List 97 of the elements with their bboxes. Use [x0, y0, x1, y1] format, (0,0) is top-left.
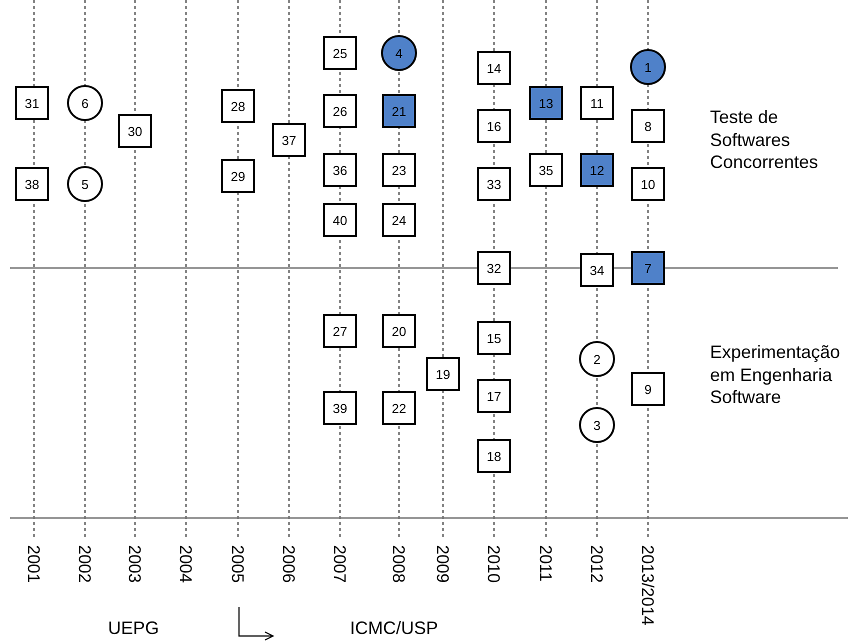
item-number: 21	[392, 104, 406, 118]
item-number: 14	[486, 62, 502, 74]
highlighted-box	[631, 251, 665, 285]
item-box	[323, 391, 357, 425]
item-number: 24	[392, 214, 406, 226]
year-label: 2005	[229, 545, 246, 583]
item-circle	[579, 407, 615, 443]
item-number: 18	[486, 450, 502, 462]
item-box	[580, 86, 614, 120]
highlighted-box	[382, 94, 416, 128]
institution-label: ICMC/USP	[350, 617, 438, 640]
item-number: 31	[24, 96, 40, 110]
item-number: 34	[590, 264, 604, 276]
year-label: 2012	[588, 545, 605, 583]
item-number: 26	[332, 104, 348, 118]
item-box	[631, 167, 665, 201]
item-number: 15	[486, 332, 502, 344]
item-number: 25	[332, 46, 348, 60]
item-box	[382, 203, 416, 237]
item-box	[323, 94, 357, 128]
item-box	[272, 123, 306, 157]
year-label: 2004	[177, 545, 194, 583]
item-box	[323, 36, 357, 70]
item-box	[477, 109, 511, 143]
item-number: 1	[644, 60, 652, 74]
item-box	[221, 89, 255, 123]
highlighted-box	[580, 153, 614, 187]
year-label: 2002	[76, 545, 93, 583]
item-number: 30	[128, 124, 142, 138]
item-box	[426, 357, 460, 391]
item-number: 38	[24, 178, 40, 190]
item-box	[529, 153, 563, 187]
section-label: Teste de Softwares Concorrentes	[710, 106, 820, 174]
item-box	[477, 321, 511, 355]
item-number: 22	[392, 402, 406, 414]
item-number: 40	[332, 214, 348, 226]
item-box	[382, 391, 416, 425]
item-box	[118, 114, 152, 148]
item-number: 13	[538, 96, 554, 110]
item-box	[477, 379, 511, 413]
item-number: 20	[392, 324, 406, 338]
item-box	[477, 51, 511, 85]
highlighted-circle	[381, 35, 417, 71]
item-box	[323, 153, 357, 187]
institution-label: UEPG	[108, 617, 160, 640]
item-number: 36	[332, 164, 348, 176]
item-number: 28	[230, 100, 246, 112]
item-circle	[67, 85, 103, 121]
item-number: 6	[81, 96, 89, 110]
item-box	[221, 159, 255, 193]
item-number: 12	[590, 164, 604, 176]
item-box	[477, 439, 511, 473]
item-number: 23	[392, 164, 406, 176]
year-label: 2007	[331, 545, 348, 583]
item-number: 3	[593, 418, 601, 432]
item-number: 7	[644, 262, 652, 274]
item-box	[15, 167, 49, 201]
item-number: 2	[593, 352, 601, 366]
item-box	[323, 314, 357, 348]
year-label: 2010	[485, 545, 502, 583]
item-circle	[67, 166, 103, 202]
item-number: 8	[644, 120, 652, 132]
year-label: 2009	[434, 545, 451, 583]
item-box	[382, 153, 416, 187]
item-box	[580, 253, 614, 287]
item-number: 27	[332, 324, 348, 338]
item-number: 37	[282, 134, 296, 146]
item-number: 4	[395, 46, 403, 60]
item-number: 10	[640, 178, 656, 190]
item-number: 17	[486, 390, 502, 402]
item-number: 39	[332, 402, 348, 414]
item-number: 35	[538, 164, 554, 176]
highlighted-box	[529, 86, 563, 120]
highlighted-circle	[630, 49, 666, 85]
item-number: 11	[590, 96, 604, 110]
year-label: 2003	[126, 545, 143, 583]
year-label: 2008	[390, 545, 407, 583]
item-number: 33	[486, 178, 502, 190]
item-box	[477, 251, 511, 285]
item-box	[15, 86, 49, 120]
item-box	[477, 167, 511, 201]
item-number: 19	[436, 368, 450, 380]
item-number: 16	[486, 120, 502, 132]
item-number: 32	[486, 262, 502, 274]
year-label: 2001	[25, 545, 42, 583]
item-number: 5	[81, 178, 89, 190]
item-box	[382, 314, 416, 348]
year-label: 2011	[537, 545, 554, 582]
item-box	[631, 372, 665, 406]
year-label: 2013/2014	[639, 545, 656, 626]
year-label: 2006	[280, 545, 297, 583]
item-box	[323, 203, 357, 237]
item-circle	[579, 341, 615, 377]
section-label: Experimentação em Engenharia Software	[710, 341, 842, 408]
item-number: 29	[230, 170, 246, 182]
item-number: 9	[644, 382, 652, 396]
item-box	[631, 109, 665, 143]
